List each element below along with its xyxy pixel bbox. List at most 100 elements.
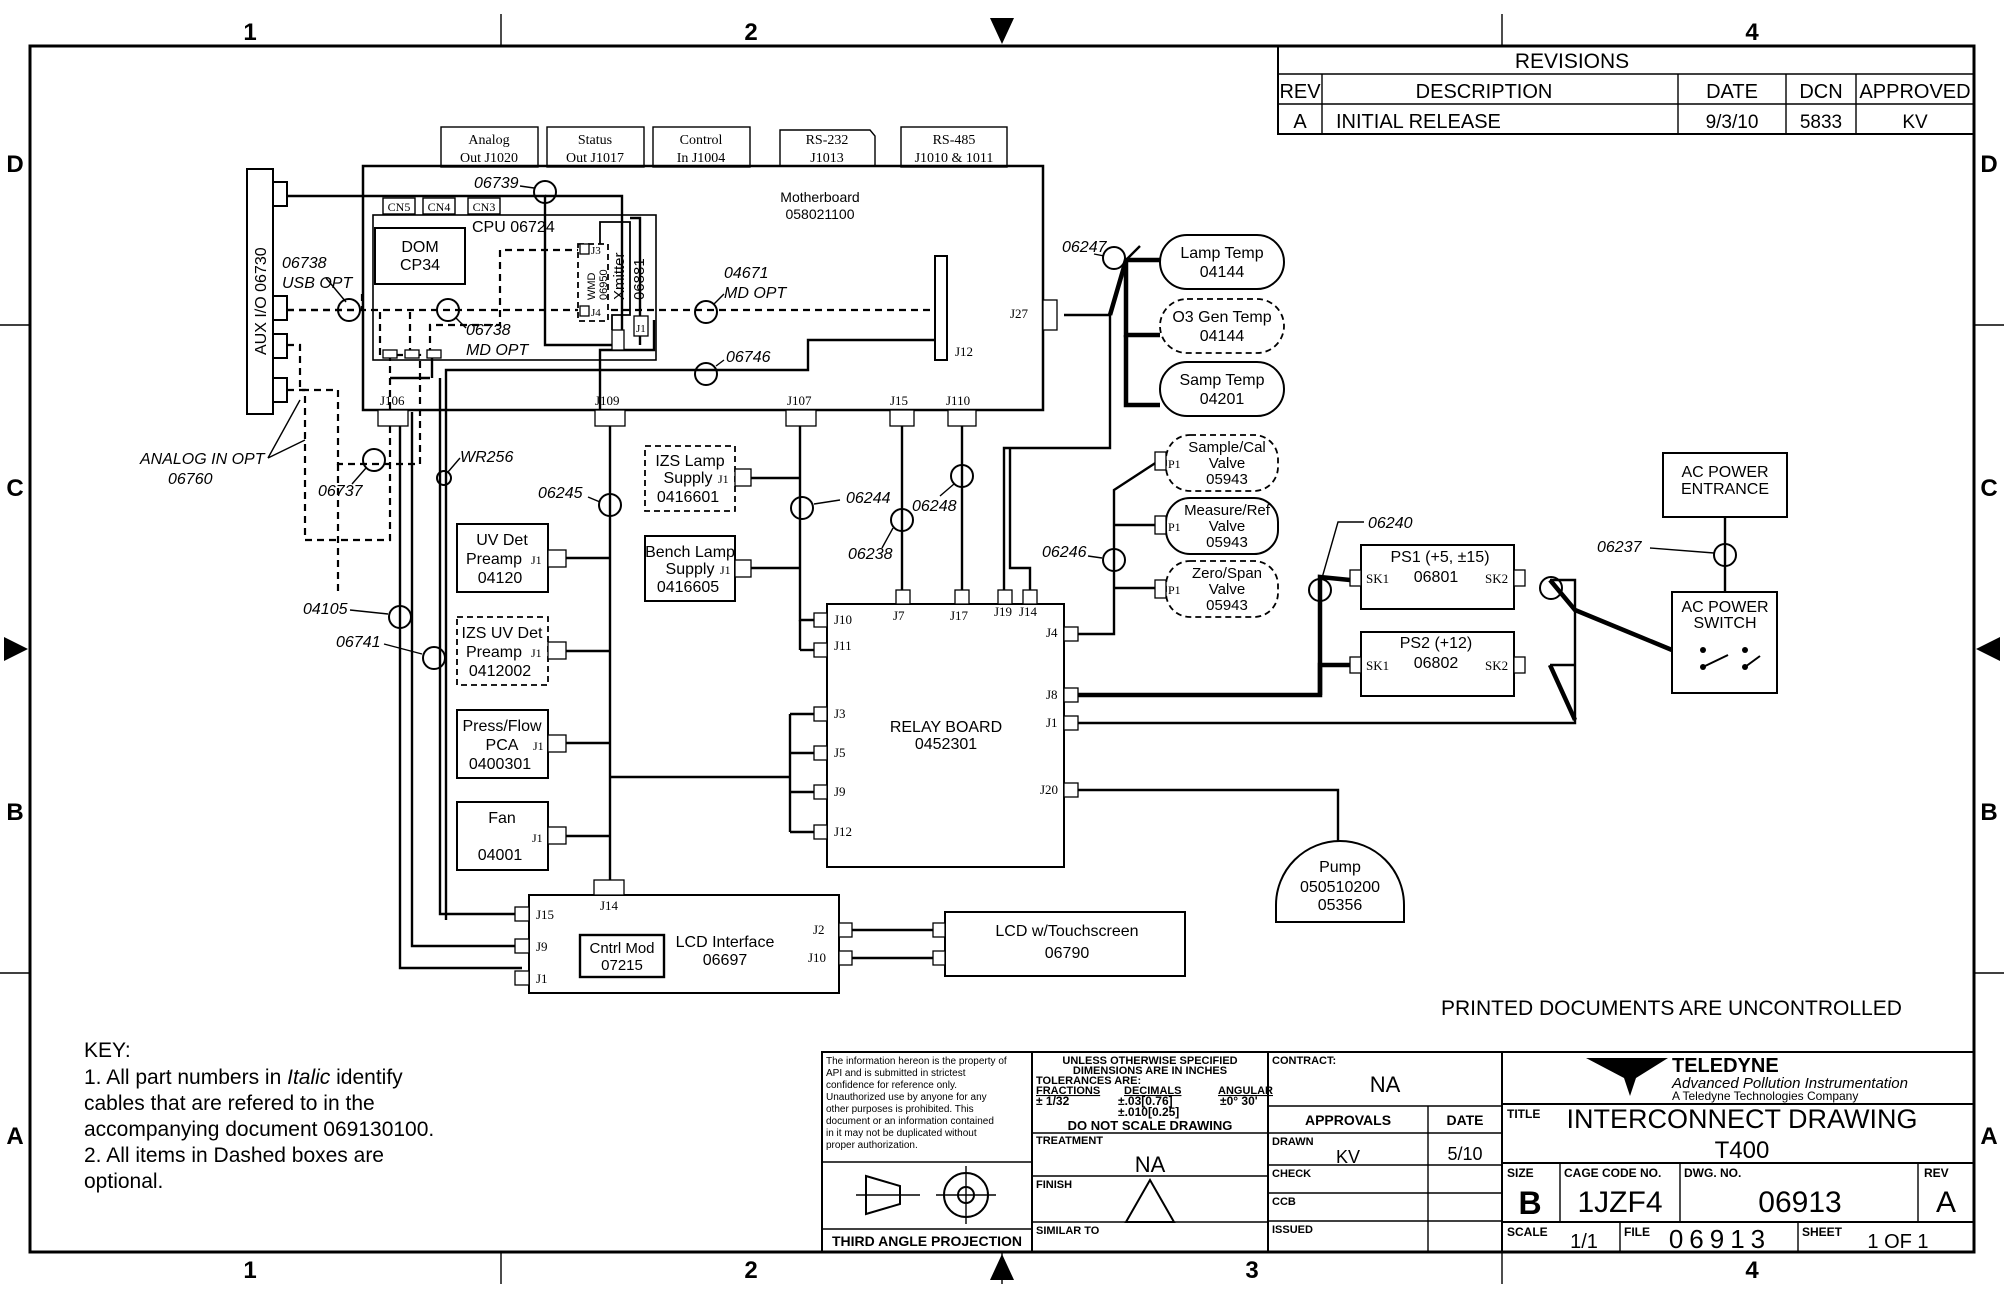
prop-line8: proper authorization. [826, 1140, 918, 1151]
zone-top-4: 4 [1745, 19, 1759, 46]
title-label: TITLE [1507, 1107, 1540, 1121]
motherboard-j15: J15 [890, 393, 908, 408]
tol-decimals: DECIMALS [1124, 1085, 1181, 1097]
teledyne-logo-icon [1586, 1058, 1668, 1096]
prop-line4: Unauthorized use by anyone for any [826, 1092, 987, 1103]
revisions-table: REVISIONS REV DESCRIPTION DATE DCN APPRO… [1277, 45, 1975, 135]
valve-measure-ref-port: P1 [1168, 520, 1181, 534]
cage-value: 1JZF4 [1577, 1186, 1662, 1219]
sensor-samp-temp-l1: Samp Temp [1179, 372, 1264, 389]
cntrl-mod-l1: Cntrl Mod [589, 940, 654, 957]
cable-06737: 06737 [318, 483, 364, 500]
treatment-value: NA [1135, 1152, 1166, 1177]
izs-lamp-l2: Supply [664, 470, 713, 487]
relay-j3: J3 [834, 706, 846, 721]
rev-header-date: DATE [1706, 81, 1758, 103]
third-angle-projection-icon [856, 1166, 996, 1224]
lcd-interface: J14 J15 J9 J1 J2 J10 LCD Interface 06697… [514, 879, 853, 994]
izs-lamp-l1: IZS Lamp [655, 453, 724, 470]
switch-symbol-icon [1700, 647, 1761, 670]
cable-06738-md-l2: MD OPT [466, 342, 529, 359]
prop-line3: confidence for reference only. [826, 1080, 957, 1091]
relay-board-title: RELAY BOARD [890, 719, 1002, 736]
rev-row-rev: A [1293, 111, 1307, 133]
relay-j5: J5 [834, 745, 846, 760]
company-sub1: Advanced Pollution Instrumentation [1671, 1075, 1908, 1092]
pump: Pump 050510200 05356 [1275, 840, 1405, 923]
scale-label: SCALE [1507, 1225, 1548, 1239]
relay-j8: J8 [1046, 687, 1058, 702]
sheet-value: 1 OF 1 [1867, 1231, 1928, 1253]
ac-switch-l2: SWITCH [1693, 615, 1756, 632]
zone-right-a: A [1980, 1123, 1997, 1150]
lcd-touchscreen: LCD w/Touchscreen 06790 [932, 911, 1186, 977]
relay-j4: J4 [1046, 625, 1058, 640]
prop-line1: The information hereon is the property o… [826, 1056, 1007, 1067]
ps2-pn: 06802 [1414, 655, 1459, 672]
prop-line2: API and is submitted in strictest [826, 1068, 966, 1079]
ac-power: AC POWER ENTRANCE AC POWER SWITCH [1662, 452, 1788, 694]
port-control-in-l1: Control [680, 133, 723, 148]
valve-zero-span-l2: Valve [1209, 581, 1245, 598]
valve-zero-span-l1: Zero/Span [1192, 565, 1262, 582]
aux-io-label: AUX I/O 06730 [253, 247, 270, 355]
sensor-o3-gen-temp-l1: O3 Gen Temp [1172, 309, 1271, 326]
cable-06741: 06741 [336, 634, 381, 651]
press-flow-l2: PCA [486, 737, 519, 754]
zone-top-1: 1 [243, 19, 256, 46]
rev-row-dcn: 5833 [1800, 112, 1842, 133]
cable-markers [337, 180, 1737, 670]
wmd-l2: 06950 [598, 269, 610, 300]
cable-04671-l2: MD OPT [724, 285, 787, 302]
wmd-j4: J4 [591, 307, 601, 319]
xmitter-j1: J1 [636, 323, 646, 335]
ccb-label: CCB [1272, 1196, 1296, 1208]
cage-label: CAGE CODE NO. [1564, 1166, 1661, 1180]
port-analog-out-l2: Out J1020 [460, 151, 518, 166]
file-label: FILE [1624, 1225, 1650, 1239]
relay-board-pn: 0452301 [915, 736, 977, 753]
zone-right-c: C [1980, 475, 1997, 502]
rev-header-description: DESCRIPTION [1416, 81, 1553, 103]
wmd-j3: J3 [591, 245, 601, 257]
analog-in-opt-l2: 06760 [168, 471, 213, 488]
valve-measure-ref-l3: 05943 [1206, 534, 1248, 551]
zone-bottom-1: 1 [243, 1257, 256, 1284]
bench-lamp-l2: Supply [666, 561, 715, 578]
tol-dec-val2: ±.010[0.25] [1118, 1105, 1179, 1119]
zone-bottom-3: 3 [1245, 1257, 1258, 1284]
prop-line7: in it may not be duplicated without [826, 1128, 977, 1139]
sensor-lamp-temp-l2: 04144 [1200, 264, 1245, 281]
izs-uv-l1: IZS UV Det [462, 625, 543, 642]
check-label: CHECK [1272, 1168, 1311, 1180]
relay-j10: J10 [834, 612, 852, 627]
rev-header-approved: APPROVED [1859, 81, 1970, 103]
uv-det-j: J1 [531, 553, 542, 567]
tolerances: UNLESS OTHERWISE SPECIFIED DIMENSIONS AR… [1036, 1055, 1273, 1133]
bench-lamp-l1: Bench Lamp [645, 544, 735, 561]
dom-l1: DOM [401, 239, 438, 256]
cable-06738-usb-l1: 06738 [282, 255, 327, 272]
cable-04105: 04105 [303, 601, 348, 618]
valve-zero-span-port: P1 [1168, 583, 1181, 597]
ps2-sk2: SK2 [1485, 658, 1508, 673]
title-block: The information hereon is the property o… [821, 1051, 1975, 1254]
tol-angular: ANGULAR [1218, 1085, 1273, 1097]
cable-06248: 06248 [912, 498, 957, 515]
key-line1-a: 1. All part numbers in [84, 1066, 287, 1089]
drawn-label: DRAWN [1272, 1136, 1314, 1148]
ac-entrance-l1: AC POWER [1681, 464, 1768, 481]
relay-j1: J1 [1046, 715, 1058, 730]
relay-j9: J9 [834, 784, 846, 799]
press-flow-l1: Press/Flow [462, 718, 542, 735]
cable-06240: 06240 [1368, 515, 1413, 532]
ps2-sk1: SK1 [1366, 658, 1389, 673]
lcd-if-title: LCD Interface [676, 934, 775, 951]
lcd-touch-l1: LCD w/Touchscreen [995, 923, 1138, 940]
approvals-label: APPROVALS [1305, 1112, 1391, 1128]
relay-j19: J19 [994, 604, 1012, 619]
valve-sample-cal-port: P1 [1168, 457, 1181, 471]
tol-l3: TOLERANCES ARE: [1036, 1075, 1141, 1087]
valve-zero-span-l3: 05943 [1206, 597, 1248, 614]
